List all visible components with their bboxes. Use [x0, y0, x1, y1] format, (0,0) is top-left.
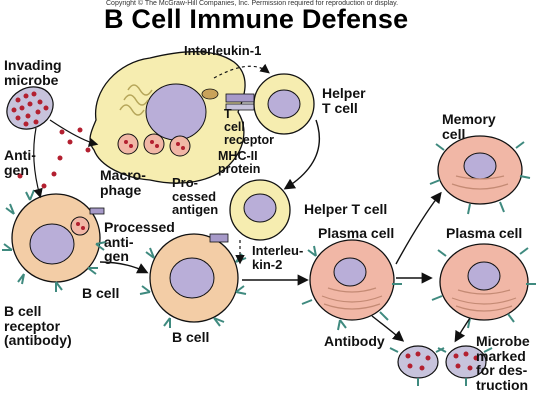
memory-cell — [429, 135, 531, 215]
label-b-cell-left: B cell — [82, 285, 120, 301]
b-cell-progress-arrow — [99, 261, 149, 274]
label-antibody: Antibody — [324, 333, 385, 349]
diagram-title: B Cell Immune Defense — [104, 4, 409, 34]
label-plasma-cell-mid: Plasma cell — [318, 225, 395, 241]
marked-microbe-right — [437, 345, 493, 386]
label-b-cell-center: B cell — [172, 329, 210, 345]
microbe-to-macrophage-arrow — [49, 119, 99, 147]
label-t-cell-receptor: T cell receptor — [224, 107, 275, 148]
copyright-notice: Copyright © The McGraw-Hill Companies, I… — [106, 0, 399, 7]
label-processed-antigen-left: Processed anti- gen — [104, 219, 175, 265]
helper-t-cell-top — [253, 73, 315, 135]
label-memory-cell: Memory cell — [442, 111, 496, 142]
antibody-arrow-right — [454, 317, 471, 343]
label-invading-microbe: Invading microbe — [4, 57, 62, 88]
label-plasma-cell-right: Plasma cell — [446, 225, 523, 241]
helper-t-cell-mid — [229, 179, 291, 241]
marked-microbe-left — [389, 345, 445, 386]
antibody-arrow-left — [371, 315, 405, 342]
b-cell-left — [2, 189, 107, 292]
label-macrophage: Macro- phage — [100, 167, 146, 198]
label-interleukin1: Interleukin-1 — [184, 43, 262, 58]
label-mhc-ii-protein: MHC-II protein — [218, 149, 261, 177]
label-interleukin2: Interleu- kin-2 — [252, 243, 304, 272]
label-processed-antigen-top: Pro- cessed antigen — [172, 175, 219, 218]
interleukin1-arrow — [213, 63, 270, 79]
label-microbe-marked: Microbe marked for des- truction — [476, 333, 530, 394]
b-cell-center — [139, 233, 247, 328]
to-memory-arrow — [395, 191, 442, 265]
invading-microbe — [6, 86, 54, 130]
label-antigen: Anti- gen — [4, 147, 36, 178]
plasma-cell-right — [431, 243, 536, 329]
macrophage — [89, 51, 246, 184]
antigen-to-b-cell-arrow — [33, 127, 43, 199]
plasma-cell-mid — [301, 239, 402, 331]
label-helper-t-cell-top: Helper T cell — [322, 85, 366, 116]
label-helper-t-cell-mid: Helper T cell — [304, 201, 388, 217]
t-cell-activation-arrow — [283, 119, 320, 190]
label-b-cell-receptor: B cell receptor (antibody) — [4, 303, 72, 349]
